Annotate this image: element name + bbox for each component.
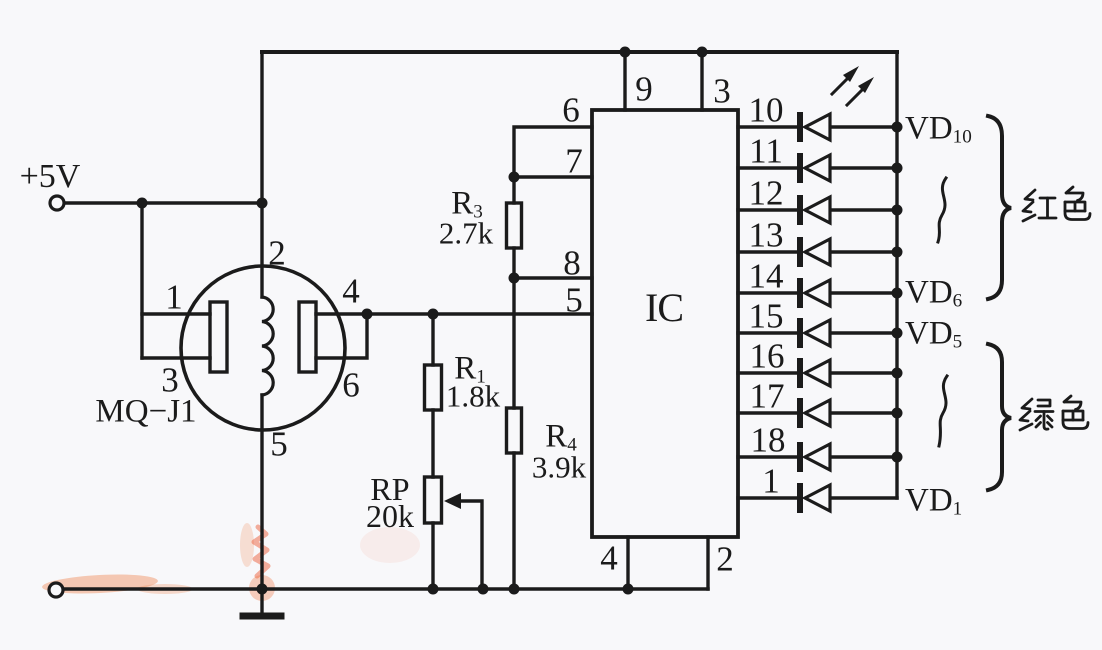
sensor-envelope [179,264,347,432]
led-symbol-row-10 [736,482,899,514]
supply-terminal [48,194,66,212]
ic-name-label: IC [645,285,684,330]
green-group-brace [985,341,1012,493]
resistor-r1-symbol [422,363,444,412]
ic-pin6-bend [512,125,594,179]
ic-pin-label-2: 2 [716,539,734,579]
diode-label-vd5: VD5 [905,315,963,353]
resistor-r4-symbol [504,406,524,455]
sensor-right-electrode [297,300,318,374]
potentiometer-rp-value: 20k [366,498,414,534]
green-group-label-glyphs [1018,394,1090,432]
ic-pin-label-12: 12 [748,173,784,213]
ic-pin-label-14: 14 [748,256,784,296]
sensor-name-label: MQ−J1 [95,393,197,430]
ic-pin-label-7: 7 [565,141,583,181]
led-symbol-row-7 [736,357,899,389]
ic-pin-label-8: 8 [563,243,581,283]
ic-pin-label-13: 13 [748,215,784,255]
led-symbol-row-4 [736,236,899,268]
led-symbol-row-6 [736,317,899,349]
ic-pin-label-1: 1 [762,461,780,501]
sensor-pin-label-3: 3 [161,360,179,400]
resistor-r4-label: R4 [545,418,577,456]
ic-pin-label-18: 18 [750,420,786,460]
gas-sensor-symbol [179,264,347,432]
ic-pin-label-11: 11 [749,131,783,171]
junction-dots [136,46,903,595]
diode-label-vd6: VD6 [905,274,963,312]
led-symbol-row-5 [736,277,899,309]
diode-label-vd10: VD10 [905,110,972,148]
green-ellipsis-squiggle [937,373,950,448]
led-array [736,111,899,514]
red-group-brace [985,113,1012,302]
sensor-pin-label-2: 2 [268,233,286,273]
resistor-r3-label: R3 [451,185,483,223]
sensor-pin-label-5: 5 [270,424,288,464]
ic-pin-label-16: 16 [749,336,785,376]
ic-pin-label-3: 3 [713,71,731,111]
resistor-r1-value: 1.8k [445,378,501,414]
red-ellipsis-squiggle [936,175,949,244]
led-symbol-row-8 [736,397,899,429]
sensor-heater-coil [260,295,275,397]
resistor-r4-value: 3.9k [531,449,587,485]
led-symbol-row-3 [736,194,899,226]
ic-pin-label-10: 10 [748,90,784,130]
sensor-pin6-wire [314,312,369,360]
rp-wiper-arrow [444,493,484,591]
potentiometer-rp-symbol [422,475,444,525]
supply-voltage-label: +5V [19,158,81,195]
ground-terminal [47,581,65,599]
sensor-pin-label-6: 6 [342,365,360,405]
sensor-left-electrode [208,300,229,374]
ic-pin-label-6: 6 [562,90,580,130]
led-symbol-row-2 [736,152,899,184]
resistor-r3-value: 2.7k [438,215,494,251]
led-symbol-row-1 [736,111,899,143]
sensor-pin-label-4: 4 [342,271,360,311]
led-emission-arrows-icon [829,66,874,108]
ic-pin-label-15: 15 [748,296,784,336]
resistor-r1-label: R1 [454,350,486,388]
ic-pin-label-4: 4 [600,538,618,578]
sensor-pin-label-1: 1 [165,277,183,317]
diode-label-vd1: VD1 [905,482,963,520]
ic-pin-label-17: 17 [749,376,785,416]
red-group-label-glyphs [1021,185,1092,223]
led-symbol-row-9 [736,441,899,473]
resistor-r3-symbol [504,201,524,250]
ic-pin-label-9: 9 [635,69,653,109]
potentiometer-rp-label: RP [370,471,410,507]
ic-box [590,108,740,539]
ic-pin-label-5: 5 [565,280,583,320]
